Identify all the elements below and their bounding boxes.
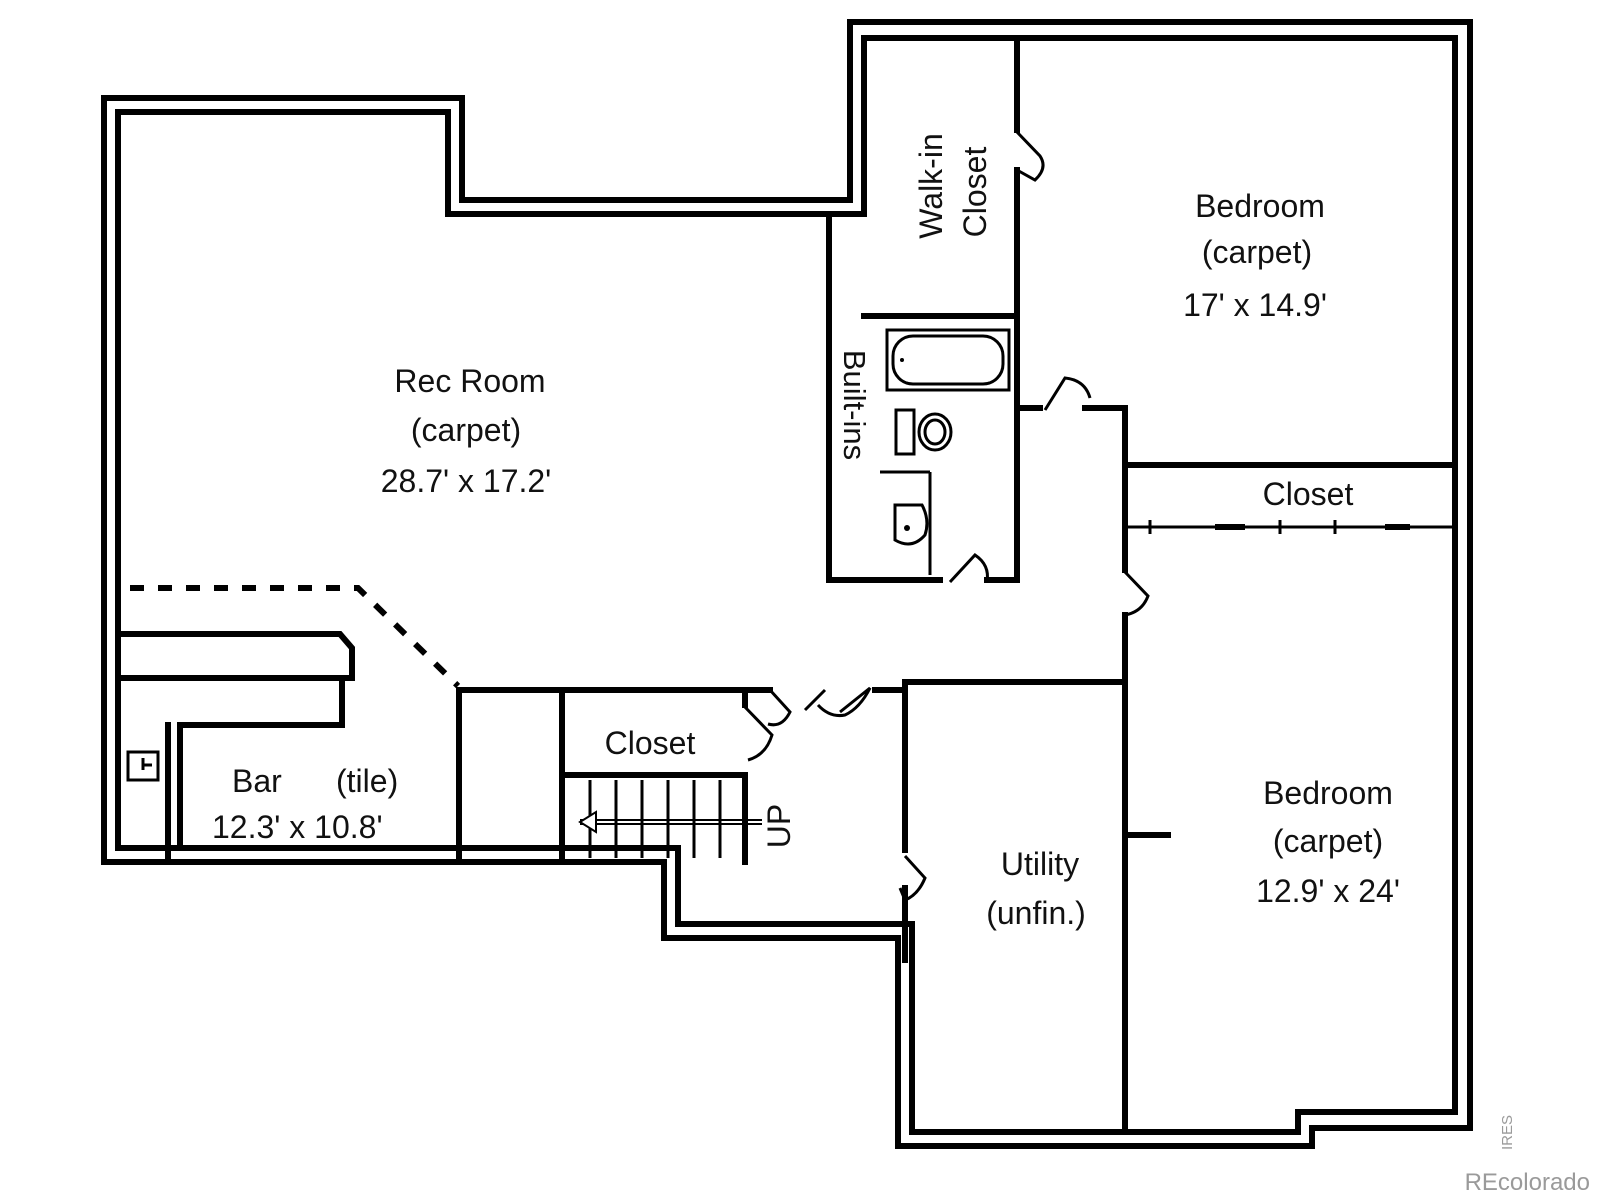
watermark-brand: REcolorado xyxy=(1465,1169,1590,1196)
svg-text:Closet: Closet xyxy=(957,147,993,238)
closet-bedroom-label: Closet xyxy=(1263,476,1354,512)
sink-icon xyxy=(893,503,929,546)
exterior-walls xyxy=(101,19,1473,1149)
bedroom-upper-label: Bedroom (carpet) 17' x 14.9' xyxy=(1183,188,1327,323)
svg-text:(tile): (tile) xyxy=(336,763,398,799)
bar-boundary xyxy=(130,585,461,689)
doors xyxy=(741,130,1150,902)
utility-label: Utility (unfin.) xyxy=(986,846,1086,931)
svg-text:(unfin.): (unfin.) xyxy=(986,895,1086,931)
svg-text:Rec Room: Rec Room xyxy=(394,363,545,399)
svg-text:28.7' x 17.2': 28.7' x 17.2' xyxy=(381,463,552,499)
stairs-up-label: UP xyxy=(761,804,797,848)
toilet-icon xyxy=(894,408,953,456)
svg-text:Bar: Bar xyxy=(232,763,282,799)
rec-room-label: Rec Room (carpet) 28.7' x 17.2' xyxy=(381,363,552,499)
bar-sink-icon xyxy=(126,750,160,782)
stairs-arrow-icon xyxy=(578,810,597,834)
svg-text:(carpet): (carpet) xyxy=(1273,823,1383,859)
built-ins-label: Built-ins xyxy=(837,350,872,460)
svg-text:Bedroom: Bedroom xyxy=(1263,775,1393,811)
bedroom-lower-label: Bedroom (carpet) 12.9' x 24' xyxy=(1256,775,1400,909)
svg-text:(carpet): (carpet) xyxy=(411,412,521,448)
walk-in-closet-label: Walk-in Closet xyxy=(913,133,993,238)
svg-text:(carpet): (carpet) xyxy=(1202,234,1312,270)
svg-text:Utility: Utility xyxy=(1001,846,1079,882)
bar-label: Bar (tile) 12.3' x 10.8' xyxy=(212,763,398,845)
bathtub-icon xyxy=(885,328,1011,392)
staircase xyxy=(578,780,762,858)
closet-stairs-label: Closet xyxy=(605,725,696,761)
svg-text:Walk-in: Walk-in xyxy=(913,133,949,238)
svg-text:17' x 14.9': 17' x 14.9' xyxy=(1183,287,1327,323)
interior-walls xyxy=(115,35,1458,1135)
svg-text:12.9' x 24': 12.9' x 24' xyxy=(1256,873,1400,909)
svg-text:Bedroom: Bedroom xyxy=(1195,188,1325,224)
watermark-side: IRES xyxy=(1499,1115,1516,1150)
svg-text:12.3' x 10.8': 12.3' x 10.8' xyxy=(212,809,383,845)
